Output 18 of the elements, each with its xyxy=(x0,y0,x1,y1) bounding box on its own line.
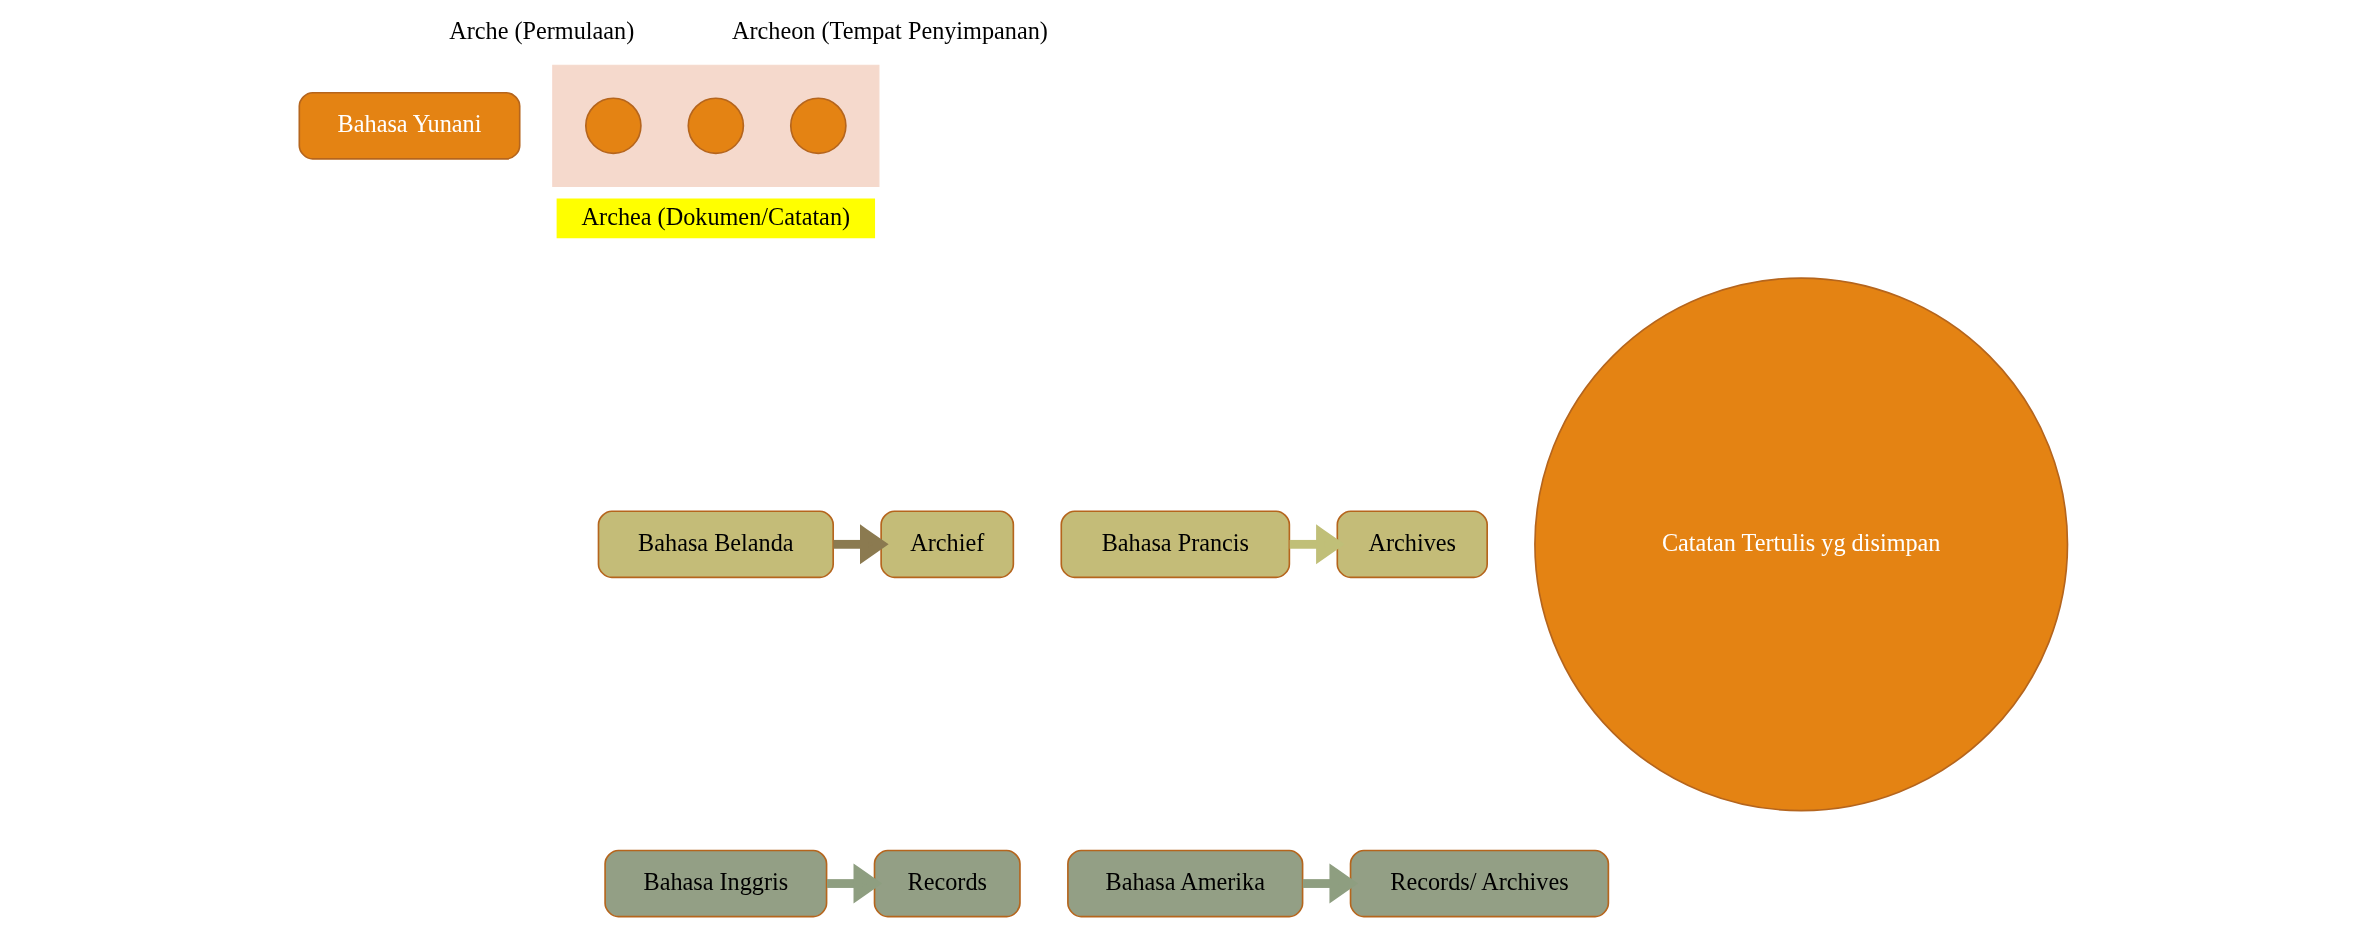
label: Archeon (Tempat Penyimpanan) xyxy=(731,16,1048,44)
node-box: Records/ Archives xyxy=(1349,849,1609,917)
cluster xyxy=(551,64,879,187)
node-box: Bahasa Belanda xyxy=(597,509,834,578)
node-box: Archives xyxy=(1336,509,1488,578)
node-box: Bahasa Amerika xyxy=(1066,849,1303,917)
node-box: Bahasa Prancis xyxy=(1059,509,1290,578)
node-circle xyxy=(789,96,847,154)
node-box: Bahasa Inggris xyxy=(603,849,827,917)
node-box: Archief xyxy=(879,509,1014,578)
node-box: Records xyxy=(873,849,1021,917)
node-circle xyxy=(584,96,642,154)
node-circle xyxy=(686,96,744,154)
node-circle: Catatan Tertulis yg disimpan xyxy=(1533,276,2068,811)
arrow xyxy=(832,523,889,564)
label: Archea (Dokumen/Catatan) xyxy=(581,202,850,230)
node-box: Bahasa Yunani xyxy=(298,91,521,160)
label: Arche (Permulaan) xyxy=(448,16,634,44)
